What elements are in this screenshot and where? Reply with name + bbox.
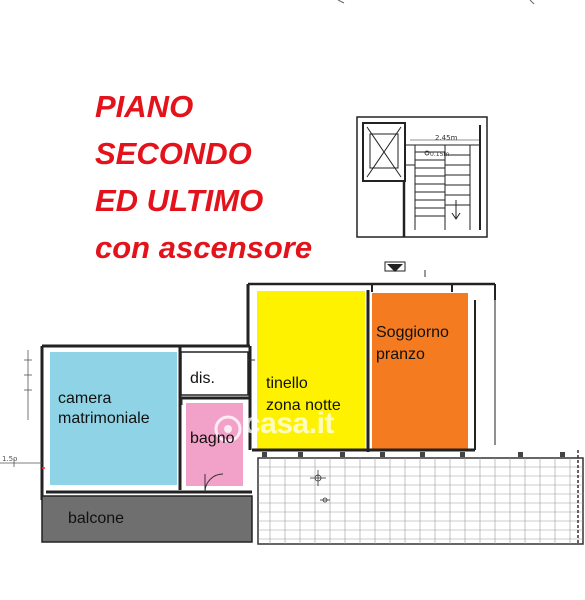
soggiorno-label-line-1: Soggiorno [376, 324, 449, 341]
door-openings [181, 359, 255, 493]
entrance-arrow-icon [384, 261, 406, 272]
casa-logo-icon [214, 415, 242, 443]
soggiorno-label-line-2: pranzo [376, 346, 425, 363]
balcone-label: balcone [68, 510, 125, 527]
stairwell [356, 116, 488, 238]
dimension-marks [0, 350, 45, 469]
outer-walls [40, 282, 496, 500]
camera-matrimoniale-room [50, 352, 177, 485]
watermark-logo: casa.it [244, 407, 334, 440]
camera-label-line-1: camera [58, 390, 112, 407]
tinello-label-line-1: tinello [266, 375, 308, 392]
soggiorno-room [372, 293, 468, 449]
title-line-2: SECONDO [95, 136, 252, 171]
terrace [257, 450, 584, 545]
tinello-room [257, 291, 365, 449]
tinello-label-line-2: zona notte [266, 397, 341, 414]
title-line-1: PIANO [95, 89, 194, 124]
dis-label: dis. [190, 370, 215, 387]
left-dimension-label: 1.5o [2, 455, 17, 463]
title-line-4: con ascensore [95, 230, 313, 265]
interior-walls [46, 290, 496, 494]
bagno-label: bagno [190, 430, 235, 447]
dis-room [180, 351, 249, 396]
title-line-3: ED ULTIMO [95, 183, 264, 218]
balcone-area [41, 495, 253, 543]
stair-dimension-label: 2.45m [435, 134, 458, 142]
top-edge-mark [337, 0, 345, 4]
stair-small-label: 0.15m [430, 151, 449, 158]
top-edge-mark [529, 0, 535, 5]
camera-label-line-2: matrimoniale [58, 410, 150, 427]
